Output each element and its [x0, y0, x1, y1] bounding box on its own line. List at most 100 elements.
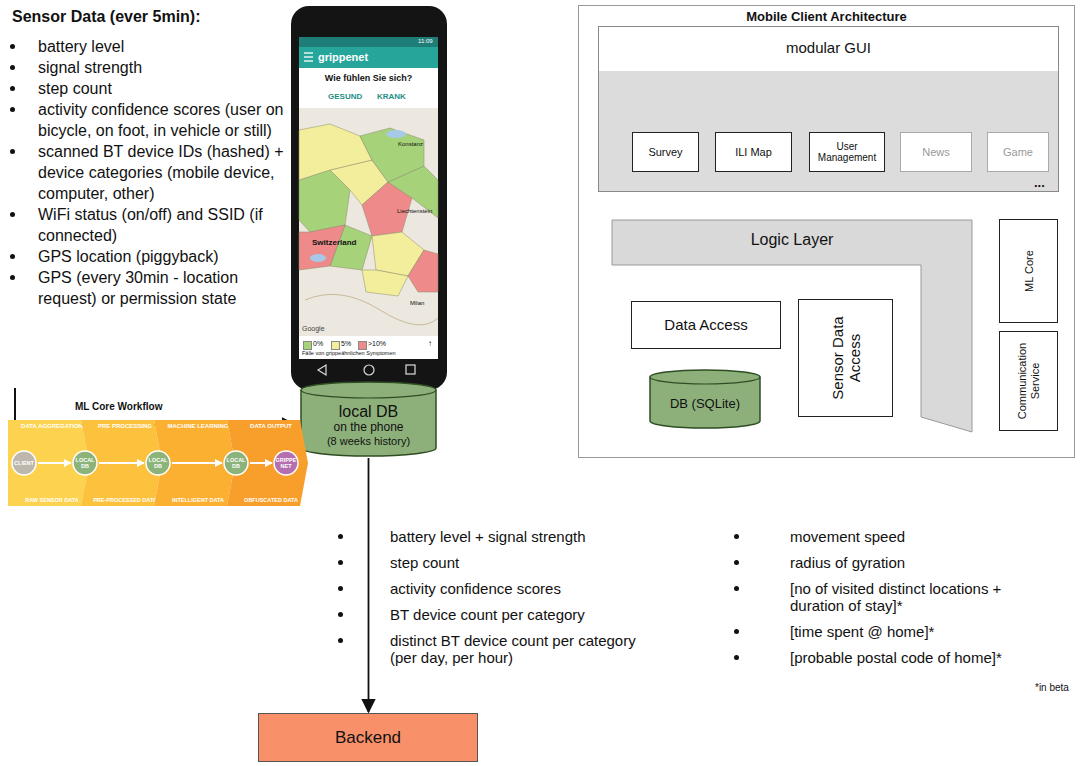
map-place: Konstanz	[398, 141, 423, 148]
bullet-dot	[338, 586, 343, 591]
bullet-dot	[338, 534, 343, 539]
gui-module: Survey	[632, 132, 699, 172]
map-place: Liechtenstein	[397, 208, 432, 215]
node-label: PRE PROCESSING	[98, 423, 152, 430]
gui-module: User Management	[809, 132, 885, 172]
workflow-circle: LOCAL DB	[145, 450, 171, 476]
component-box: ML Core	[999, 219, 1058, 323]
screen-question: Wie fühlen Sie sich?	[299, 73, 438, 83]
bullet-dot	[10, 254, 15, 259]
connector	[368, 458, 370, 712]
bullet-dot	[338, 638, 343, 643]
node-label: Mobile Client Architecture	[746, 10, 907, 25]
node-sublabel: RAW SENSOR DATA	[25, 497, 79, 503]
bullet-dot	[10, 86, 15, 91]
map	[299, 108, 438, 336]
screen-button: GESUND	[328, 92, 362, 101]
workflow-circle: LOCAL DB	[72, 450, 98, 476]
node-label: ML Core	[1022, 224, 1035, 318]
menu-icon	[304, 53, 313, 61]
node-sublabel: PRE-PROCESSED DATA	[93, 497, 157, 503]
node-label: LOCAL DB	[145, 457, 171, 470]
legend-text: >10%	[368, 340, 386, 348]
list-item: battery level	[38, 36, 286, 57]
component-box: Communication Service	[999, 331, 1058, 431]
sensor-arrow	[15, 388, 296, 425]
node-label: DATA AGGREGATION	[21, 423, 83, 430]
list-item: WiFi status (on/off) and SSID (if connec…	[38, 204, 286, 246]
more-indicator: ...	[1034, 176, 1045, 191]
database-cylinder: local DBon the phone(8 weeks history)	[300, 381, 437, 457]
screen-icon: ↑	[428, 339, 432, 348]
connector	[172, 462, 222, 464]
workflow-title: ML Core Workflow	[75, 401, 162, 413]
node-sublabel: on the phone	[333, 421, 403, 435]
nav-icons	[318, 365, 415, 375]
workflow-circle: LOCAL DB	[223, 450, 249, 476]
node-label: News	[922, 146, 950, 159]
legend-text: 0%	[313, 340, 323, 348]
phone-screen	[299, 37, 438, 359]
node-label: local DB	[339, 403, 399, 421]
section-heading: Sensor Data (ever 5min):	[12, 8, 201, 26]
bullet-list: battery level + signal strength step coun…	[390, 528, 665, 675]
map-credit: Google	[302, 325, 325, 333]
gui-layer: modular GUI Survey ILI Map User Management N…	[598, 26, 1059, 192]
bullet-dot	[734, 534, 739, 539]
node-label: GRIPPE NET	[273, 457, 299, 470]
workflow-circle: CLIENT	[11, 450, 37, 476]
bullet-dot	[338, 560, 343, 565]
list-item: battery level + signal strength	[390, 528, 665, 545]
bullet-dot	[734, 560, 739, 565]
list-item: GPS (every 30min - location request) or …	[38, 267, 286, 309]
bullet-dot	[10, 65, 15, 70]
node-label: MACHINE LEARNING	[168, 423, 229, 430]
node-label: CLIENT	[14, 460, 34, 466]
node-label: DATA OUTPUT	[250, 423, 292, 430]
list-item: step count	[38, 78, 286, 99]
list-item: [probable postal code of home]*	[790, 649, 1045, 666]
node-label: Backend	[335, 728, 401, 748]
bullet-dot	[10, 107, 15, 112]
bullet-dot	[734, 586, 739, 591]
node-label: Sensor Data Access	[828, 304, 863, 412]
list-item: signal strength	[38, 57, 286, 78]
list-item: step count	[390, 554, 665, 571]
list-item: scanned BT device IDs (hashed) + device …	[38, 141, 286, 204]
bullet-dot	[734, 629, 739, 634]
bullet-dot	[10, 149, 15, 154]
node-label: User Management	[813, 141, 881, 164]
node-label: LOCAL DB	[223, 457, 249, 470]
node-label: modular GUI	[786, 39, 871, 56]
connector	[250, 462, 272, 464]
list-item: radius of gyration	[790, 554, 1045, 571]
node-label: Game	[1003, 146, 1033, 159]
map-country: Switzerland	[312, 238, 356, 247]
connector	[38, 462, 71, 464]
legend-swatch	[331, 341, 340, 350]
bullet-dot	[10, 44, 15, 49]
gui-module-disabled: Game	[987, 132, 1049, 172]
app-title: grippenet	[318, 51, 368, 64]
bullet-dot	[338, 612, 343, 617]
workflow-circle: GRIPPE NET	[273, 450, 299, 476]
footnote: *in beta	[1035, 682, 1069, 694]
list-item: activity confidence scores	[390, 580, 665, 597]
node-sublabel: OBFUSCATED DATA	[244, 497, 298, 503]
node-sublabel: INTELLIGENT DATA	[172, 497, 224, 503]
node-label: DB (SQLite)	[670, 397, 740, 412]
node-label: LOCAL DB	[72, 457, 98, 470]
phone-body	[291, 6, 447, 390]
list-item: BT device count per category	[390, 606, 665, 623]
node-sublabel: (8 weeks history)	[327, 435, 410, 448]
map-place: Milan	[410, 300, 424, 307]
gui-module: ILI Map	[715, 132, 792, 172]
list-item: distinct BT device count per category (p…	[390, 632, 665, 666]
legend-text: 5%	[341, 340, 351, 348]
status-time: 11:09	[418, 38, 433, 45]
node-label: Communication Service	[1016, 336, 1041, 426]
app-header	[299, 47, 438, 68]
screen-button: KRANK	[377, 92, 406, 101]
bullet-dot	[10, 275, 15, 280]
connector	[99, 462, 144, 464]
